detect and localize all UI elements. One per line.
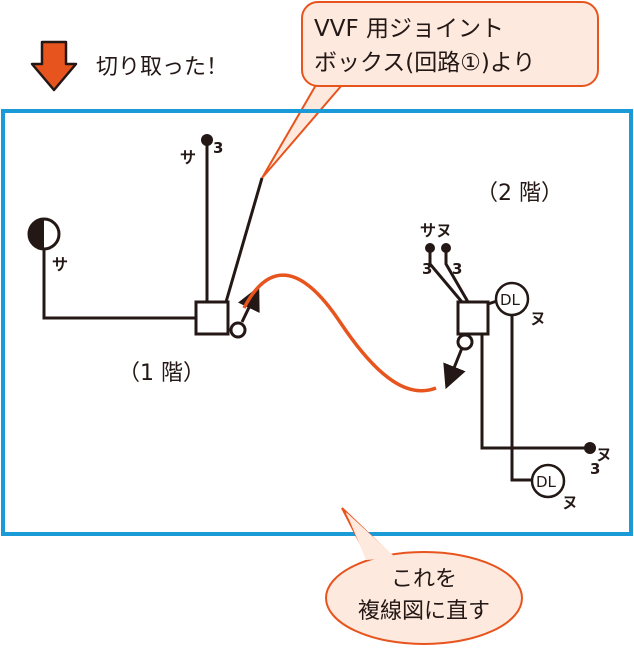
downlight-bottom-nu: ヌ — [562, 493, 578, 512]
switch-label-3b: 3 — [452, 260, 462, 278]
outlet-circle-icon — [456, 333, 474, 351]
callout-bottom-line1: これを — [391, 567, 457, 592]
switch-right-3: 3 — [590, 460, 600, 478]
callout-top-line2: ボックス(回路①)より — [314, 50, 535, 76]
callout-bottom-line2: 複線図に直す — [358, 599, 490, 624]
downlight-bottom-label: DL — [536, 473, 557, 491]
downlight-top-nu: ヌ — [530, 309, 546, 328]
second-floor-label: （2 階） — [476, 181, 563, 206]
first-floor-wiring — [42, 145, 264, 323]
callout-top: VVF 用ジョイント ボックス(回路①)より — [261, 1, 599, 179]
switch-label-sanu: サヌ — [420, 221, 452, 240]
switch-dot-icon — [201, 134, 213, 146]
downlight-icon — [494, 281, 530, 317]
down-arrow-icon — [30, 40, 78, 92]
outlet-circle-icon — [229, 321, 247, 339]
callout-top-line1: VVF 用ジョイント — [314, 16, 504, 42]
callout-bottom: これを 複線図に直す — [325, 507, 523, 645]
switch-dot-icon — [425, 243, 435, 253]
cut-label: 切り取った！ — [96, 55, 228, 80]
cut-frame — [1, 109, 633, 536]
ceiling-light-icon — [27, 217, 61, 251]
switch-label-sa: サ — [180, 148, 196, 167]
switch-dot-icon — [441, 243, 451, 253]
switch-dot-icon — [584, 442, 596, 454]
joint-box-first-floor — [194, 300, 230, 336]
light-label-sa: サ — [52, 255, 68, 274]
switch-right-nu: ヌ — [596, 445, 612, 464]
downlight-icon — [530, 463, 566, 499]
first-floor-label: （1 階） — [118, 361, 205, 386]
second-floor-wiring — [428, 248, 590, 482]
connecting-cable — [242, 273, 437, 393]
switch-label-3: 3 — [213, 139, 223, 157]
downlight-top-label: DL — [500, 291, 521, 309]
switch-label-3a: 3 — [422, 260, 432, 278]
joint-box-second-floor — [456, 300, 490, 336]
